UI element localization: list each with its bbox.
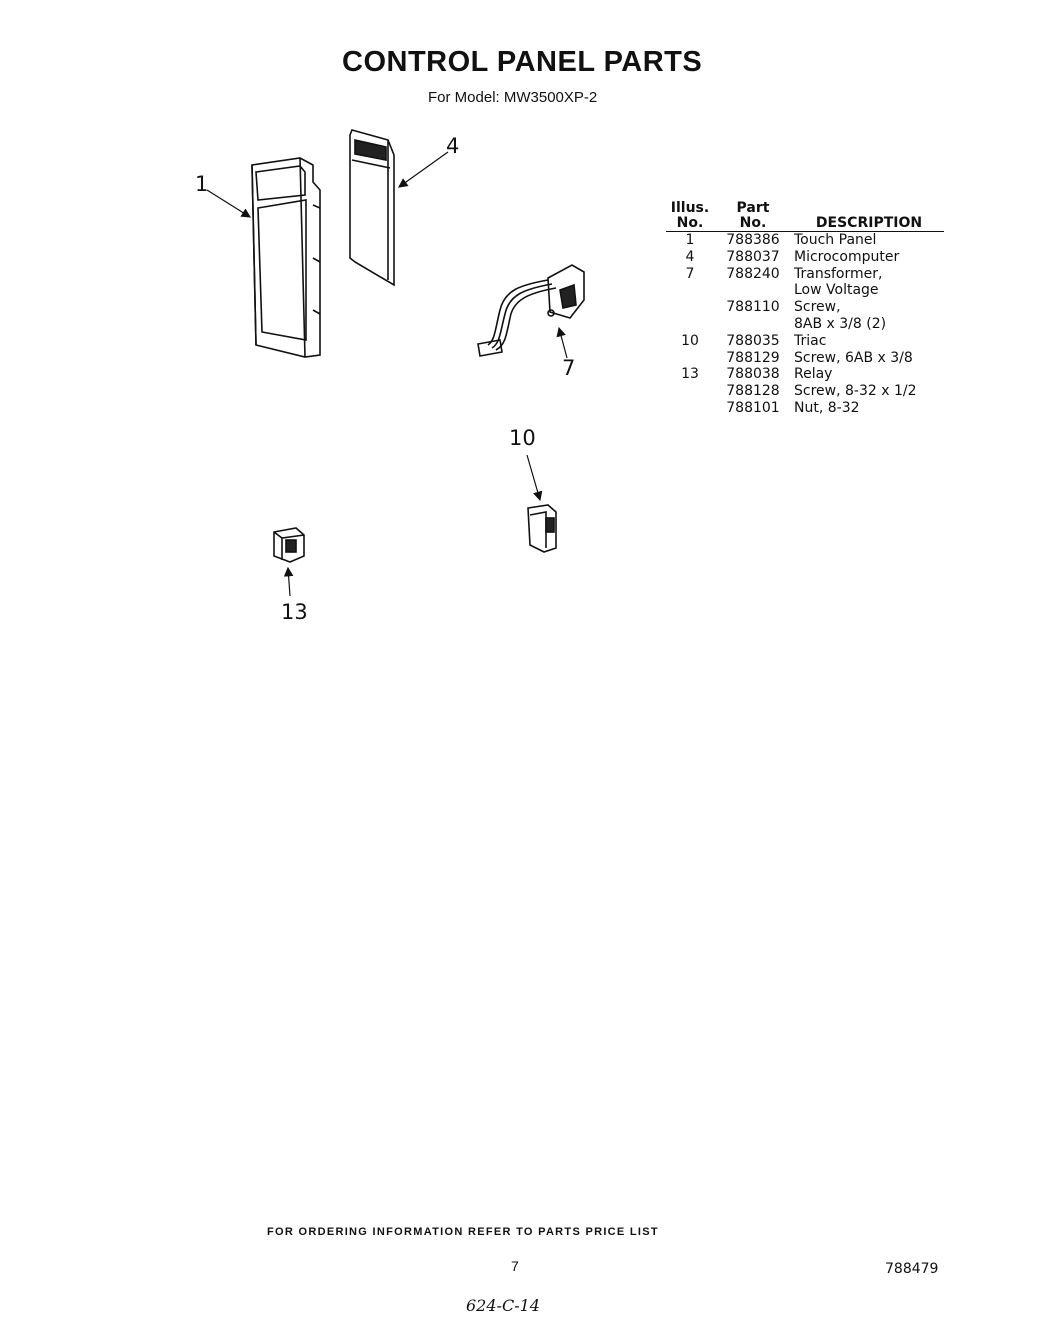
callout-7: 7 [562,356,576,380]
description-header: DESCRIPTION [792,201,944,232]
callout-4: 4 [446,134,460,158]
triac-part [527,504,557,553]
table-row: 8AB x 3/8 (2) [794,315,887,332]
document-number: 788479 [885,1261,939,1277]
callout-10: 10 [509,426,536,450]
page-number: 7 [511,1258,519,1274]
handwritten-note: 624-C-14 [466,1296,540,1315]
illus-no-header: Illus. No. [666,201,714,232]
model-label: For Model: MW3500XP-2 [428,89,598,106]
table-row: Low Voltage [794,282,879,299]
transformer-part [477,264,585,357]
touch-panel-part [251,157,321,358]
ordering-info-footer: FOR ORDERING INFORMATION REFER TO PARTS … [267,1226,659,1238]
page-title: CONTROL PANEL PARTS [342,46,703,78]
part-no-header: Part No. [714,201,792,232]
callout-1: 1 [195,172,209,196]
callout-13: 13 [281,600,308,624]
microcomputer-part [349,129,395,287]
relay-part [273,527,305,563]
parts-table-header: Illus. No. Part No. DESCRIPTION [666,201,944,232]
